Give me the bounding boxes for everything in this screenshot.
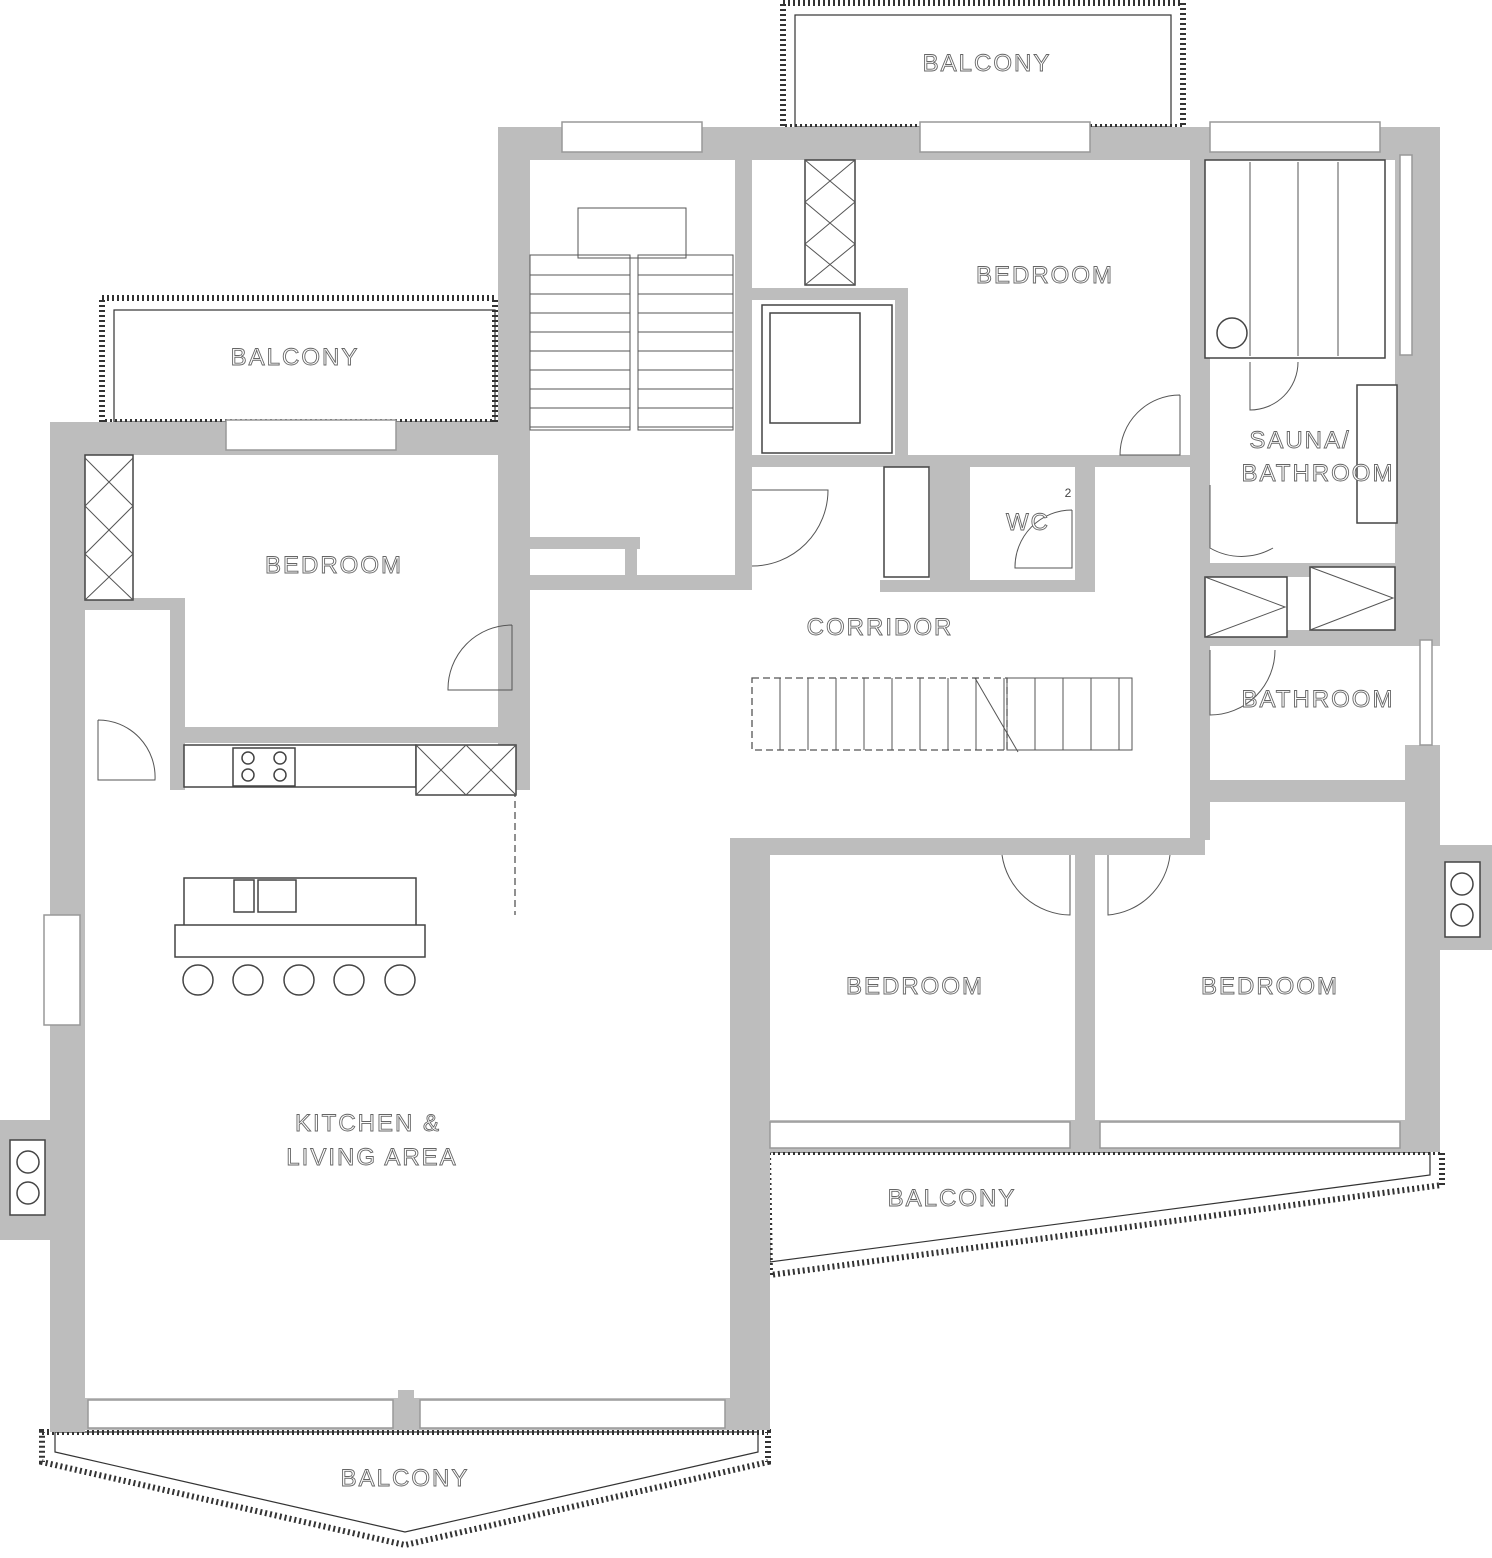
chimneys bbox=[9, 861, 1481, 1216]
wc-number: 2 bbox=[1065, 486, 1072, 500]
label-bedroom-top: BEDROOM bbox=[976, 262, 1114, 289]
furniture bbox=[84, 159, 1398, 996]
balcony-top bbox=[780, 0, 1186, 130]
label-bedroom-bottom-right: BEDROOM bbox=[1201, 973, 1339, 1000]
label-kitchen: KITCHEN & bbox=[295, 1110, 441, 1137]
label-bedroom-left: BEDROOM bbox=[265, 552, 403, 579]
label-wc: WC bbox=[1006, 509, 1050, 536]
balcony-left bbox=[99, 295, 498, 425]
label-sauna: SAUNA/ bbox=[1249, 427, 1350, 454]
windows bbox=[43, 121, 1433, 1429]
label-balcony-left: BALCONY bbox=[231, 344, 360, 371]
label-balcony-right: BALCONY bbox=[888, 1185, 1017, 1212]
label-bathroom: BATHROOM bbox=[1242, 686, 1395, 713]
label-balcony-top: BALCONY bbox=[923, 50, 1052, 77]
label-living-area: LIVING AREA bbox=[286, 1144, 457, 1171]
staircase bbox=[529, 207, 1133, 753]
room-labels: BALCONY BALCONY BEDROOM BEDROOM CORRIDOR… bbox=[230, 50, 1395, 1493]
label-corridor: CORRIDOR bbox=[807, 614, 954, 641]
balcony-right bbox=[764, 1149, 1445, 1279]
label-balcony-bottom: BALCONY bbox=[341, 1465, 470, 1492]
label-sauna-bathroom: BATHROOM bbox=[1242, 460, 1395, 487]
doors bbox=[97, 361, 1299, 916]
label-bedroom-bottom-mid: BEDROOM bbox=[846, 973, 984, 1000]
